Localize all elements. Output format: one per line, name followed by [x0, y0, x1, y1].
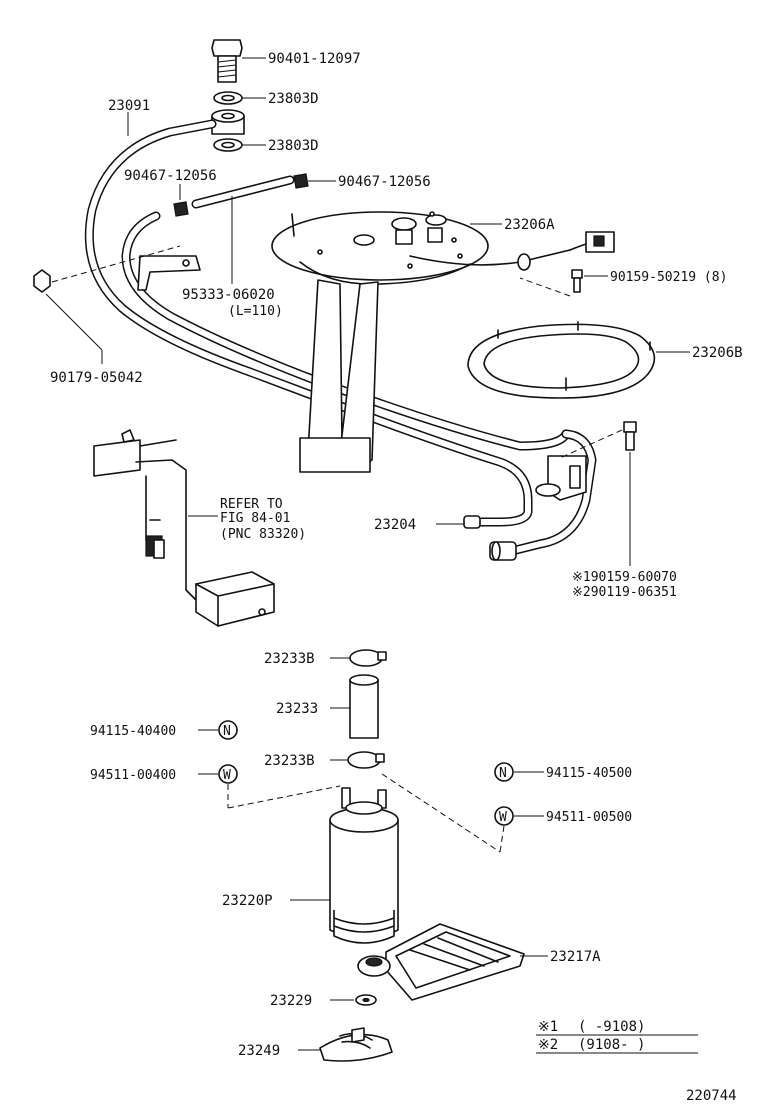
clip-left-drawing	[173, 201, 189, 217]
label-hose-length: (L=110)	[228, 304, 283, 319]
hose-clamp-lower-drawing	[347, 751, 385, 769]
gasket-upper-drawing	[213, 91, 243, 105]
hose-drawing	[191, 175, 295, 209]
label-fuel-pump: 23220P	[222, 893, 273, 909]
label-pump-support: 23249	[238, 1043, 280, 1059]
legend-row1-range: ( -9108)	[578, 1019, 645, 1035]
label-screw-alt1: ※190159-60070	[572, 570, 677, 585]
washer-small-right-badge: W	[494, 806, 514, 826]
label-filter: 23217A	[550, 949, 601, 965]
label-hose: 95333-06020	[182, 287, 275, 303]
label-screw-alt2: ※290119-06351	[572, 585, 677, 600]
fuel-pump-drawing	[329, 787, 399, 944]
nut-small-left-badge: N	[218, 720, 238, 740]
label-bracket-gasket: 23206B	[692, 345, 743, 361]
washer-badge-letter: W	[223, 768, 231, 783]
label-gasket-upper: 23803D	[268, 91, 319, 107]
union-fitting-drawing	[211, 109, 245, 135]
bracket-gasket-drawing	[467, 321, 656, 399]
label-nut-left: 90179-05042	[50, 370, 143, 386]
label-nut-small-left: 94115-40400	[90, 724, 176, 739]
filter-drawing	[357, 923, 525, 1001]
clip-right-drawing	[293, 173, 309, 189]
cushion-drawing	[355, 994, 377, 1006]
fuel-line-pipe-drawing	[84, 119, 581, 529]
label-sender-ref-3: (PNC 83320)	[220, 527, 306, 542]
gasket-lower-drawing	[213, 138, 243, 152]
label-nut-small-right: 94115-40500	[546, 766, 632, 781]
diagram-id: 220744	[686, 1088, 737, 1104]
label-hose-clamp-lower: 23233B	[264, 753, 315, 769]
nut-badge-letter: N	[499, 766, 507, 781]
washer-small-left-badge: W	[218, 764, 238, 784]
label-sender-ref-2: FIG 84-01	[220, 511, 290, 526]
label-fuel-line-pipe: 23091	[108, 98, 150, 114]
label-sender-ref-1: REFER TO	[220, 497, 283, 512]
label-pump-bracket: 23206A	[504, 217, 555, 233]
label-bolt-top: 90401-12097	[268, 51, 361, 67]
nut-small-right-badge: N	[494, 762, 514, 782]
label-washer-small-left: 94511-00400	[90, 768, 176, 783]
legend-row1-mark: ※1	[538, 1019, 558, 1035]
nut-badge-letter: N	[223, 724, 231, 739]
label-cushion: 23229	[270, 993, 312, 1009]
label-screw-bracket: 90159-50219 (8)	[610, 270, 727, 285]
label-clip-right: 90467-12056	[338, 174, 431, 190]
screw-bracket-drawing	[571, 269, 583, 293]
label-washer-small-right: 94511-00500	[546, 810, 632, 825]
hose-clamp-upper-drawing	[349, 649, 387, 667]
nut-left-drawing	[33, 269, 51, 293]
pipe-bracket-drawing	[137, 255, 201, 291]
pump-support-drawing	[319, 1027, 393, 1062]
legend-row2-mark: ※2	[538, 1037, 558, 1053]
washer-badge-letter: W	[499, 810, 507, 825]
label-clip-left: 90467-12056	[124, 168, 217, 184]
pump-hose-drawing	[349, 674, 379, 739]
screw-alt-drawing	[623, 421, 637, 451]
legend-row2-range: (9108- )	[578, 1037, 645, 1053]
label-pipe-assy: 23204	[374, 517, 416, 533]
label-gasket-lower: 23803D	[268, 138, 319, 154]
fuel-sender-drawing	[93, 429, 275, 627]
pipe-assy-drawing	[489, 429, 597, 561]
bolt-drawing	[211, 39, 243, 83]
pump-bracket-drawing	[271, 211, 615, 473]
date-range-legend: ※1 ( -9108) ※2 (9108- )	[536, 1019, 698, 1054]
label-pump-hose: 23233	[276, 701, 318, 717]
label-hose-clamp-upper: 23233B	[264, 651, 315, 667]
